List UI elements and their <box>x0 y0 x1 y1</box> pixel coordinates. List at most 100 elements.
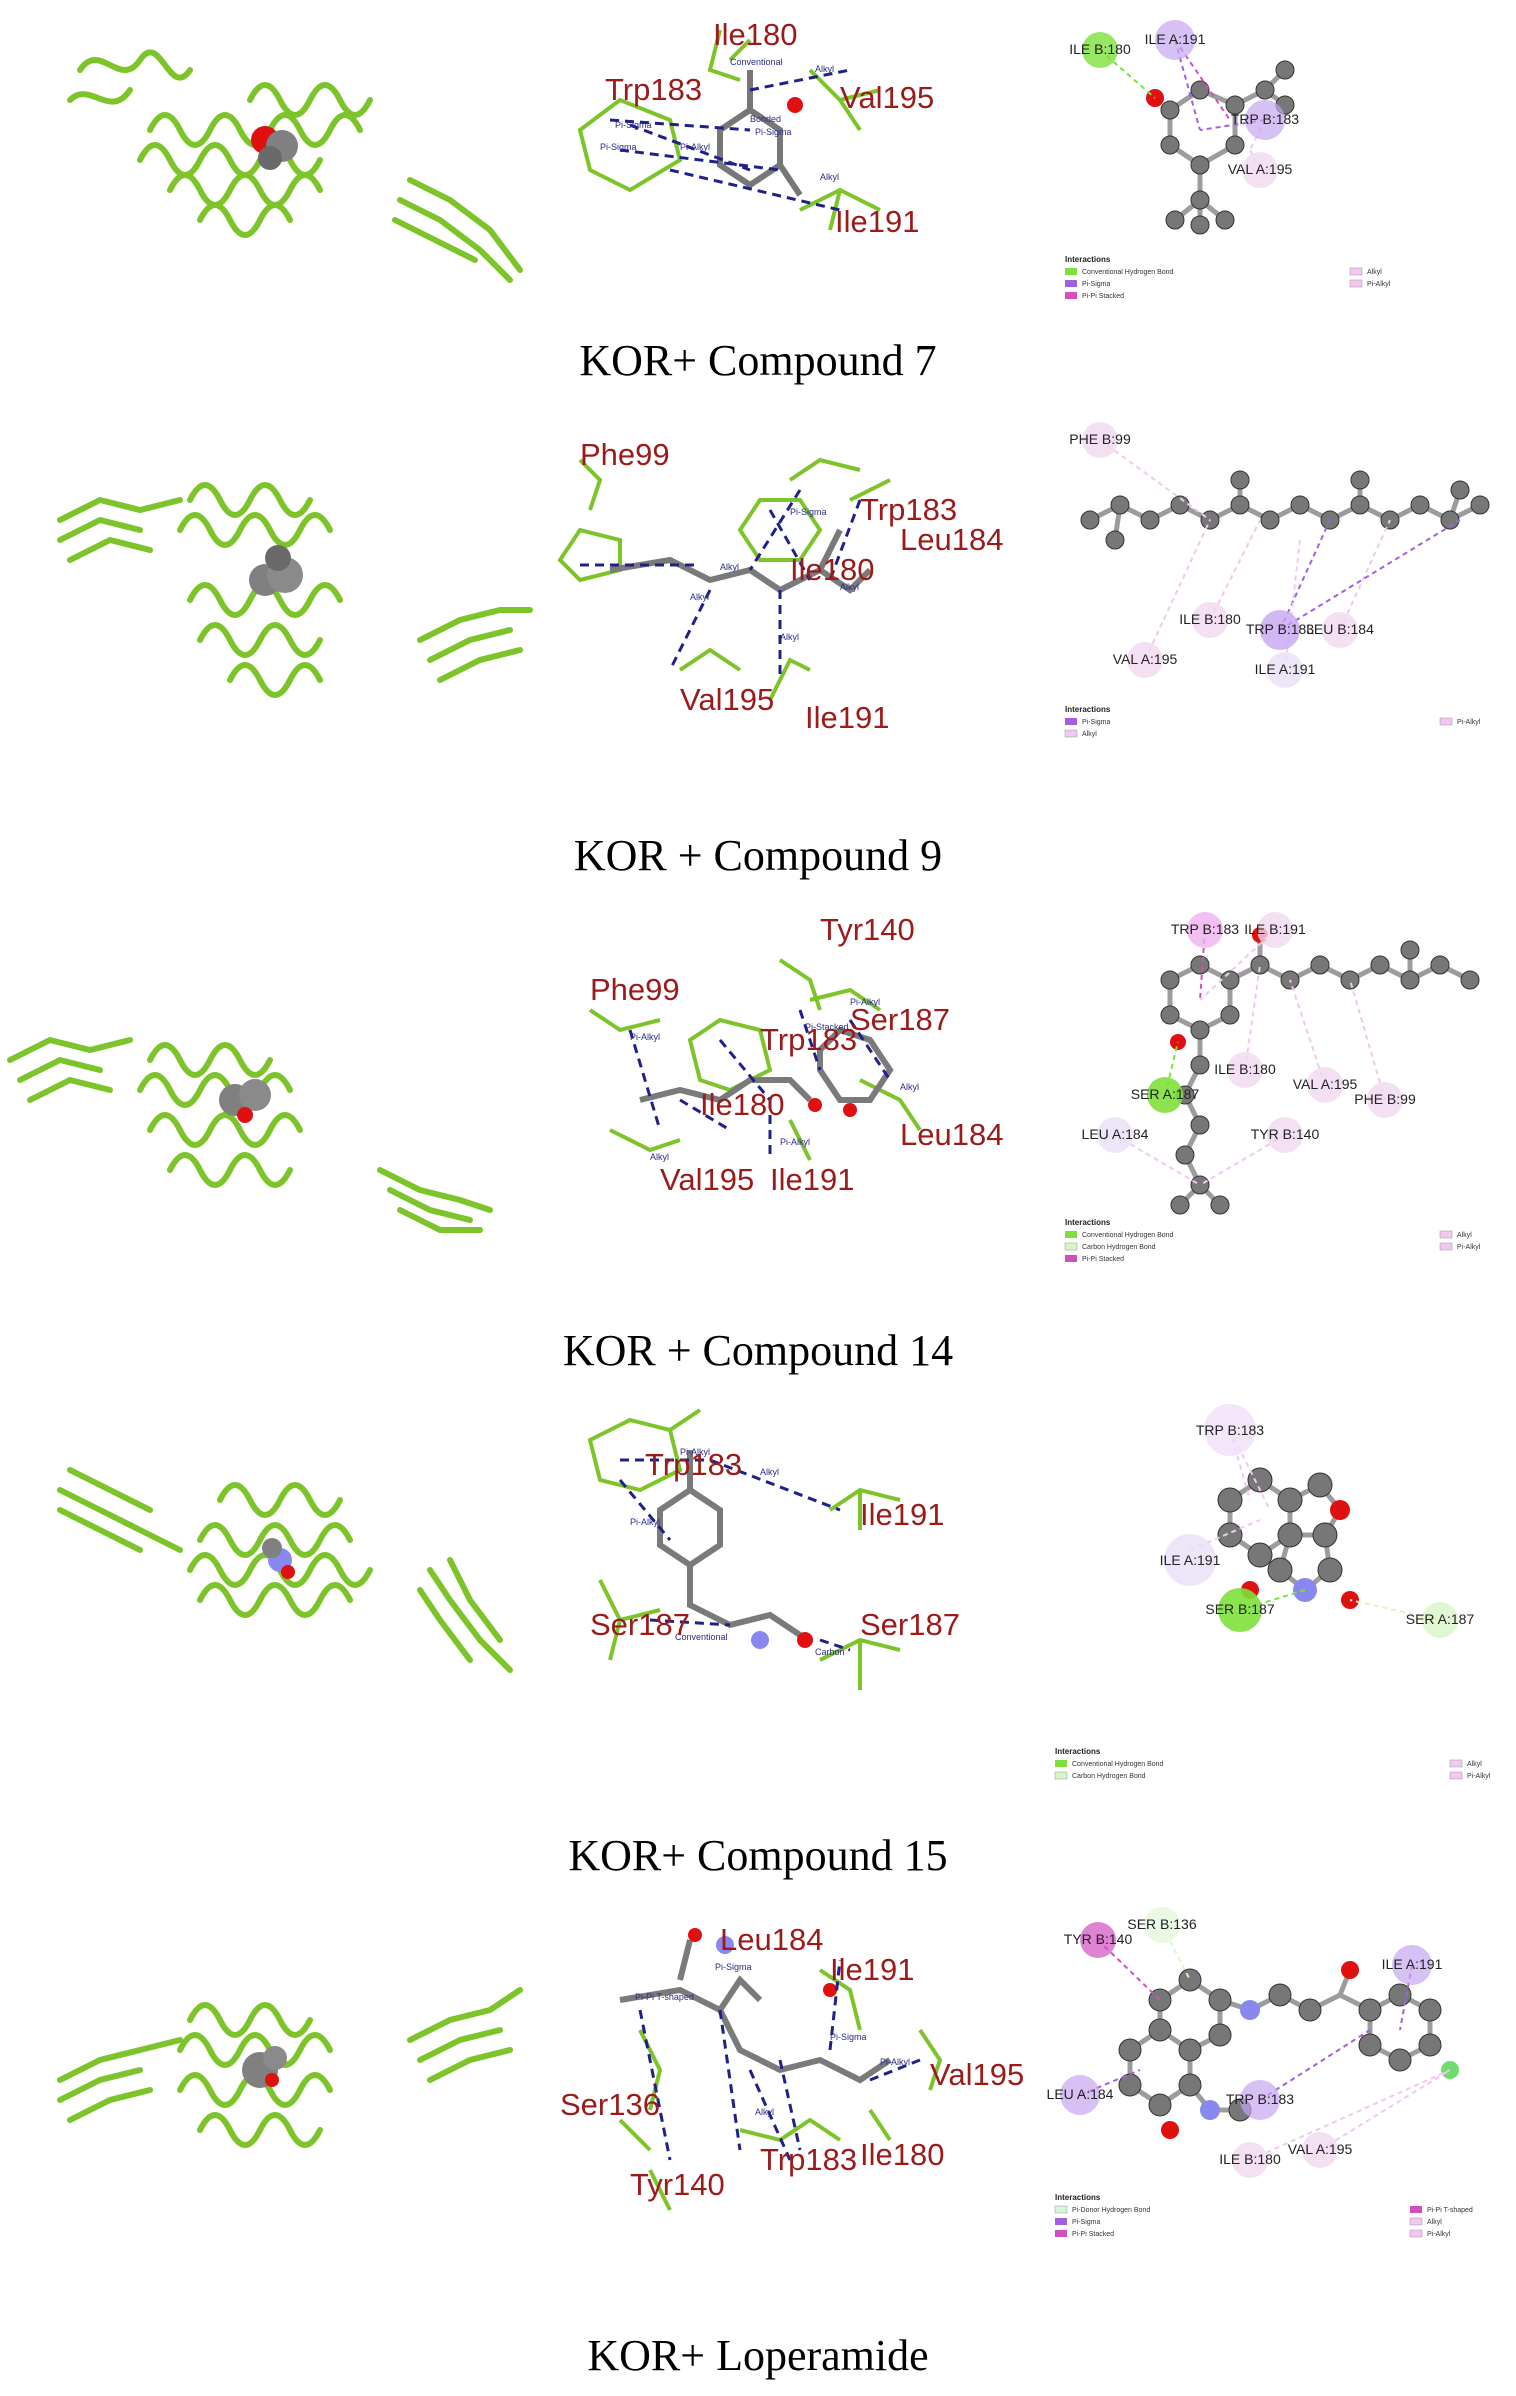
panel-compound-14: Pi-Alkyl Pi-Stacked Pi-Alkyl Alkyl Pi-Al… <box>0 900 1516 1390</box>
residue-label-3d: Phe99 <box>580 437 670 472</box>
residue-label-3d: Ile180 <box>860 2137 944 2172</box>
legend: Interactions Pi-Sigma Alkyl Pi-Alkyl <box>1064 705 1481 738</box>
tag-pi-sigma: Pi-Sigma <box>755 127 792 137</box>
legend-item: Alkyl <box>1457 1232 1472 1239</box>
panel-compound-7: Conventional Alkyl Pi-Sigma Pi-Sigma Pi-… <box>0 0 1516 400</box>
legend: Interactions Conventional Hydrogen Bond … <box>1064 1218 1481 1263</box>
tag-conventional: Conventional <box>675 1632 728 1642</box>
residue-label-2d: TRP B:183 <box>1171 921 1239 937</box>
tag-pi-alkyl: Pi-Alkyl <box>630 1032 660 1042</box>
legend-item: Pi-Pi Stacked <box>1082 1256 1124 1263</box>
legend-item: Pi-Alkyl <box>1457 719 1481 726</box>
legend-item: Alkyl <box>1367 269 1382 276</box>
protein-cartoon-3d <box>57 1987 523 2148</box>
residue-label-3d: Val195 <box>930 2057 1024 2092</box>
residue-label-3d: Ile191 <box>860 1497 944 1532</box>
panel-compound-15: Pi-Alkyl Alkyl Pi-Alkyl Conventional Car… <box>0 1390 1516 1890</box>
legend-item: Alkyl <box>1467 1761 1482 1768</box>
residue-label-2d: PHE B:99 <box>1354 1091 1416 1107</box>
legend-item: Pi-Sigma <box>1082 719 1111 726</box>
legend-item: Alkyl <box>1082 731 1097 738</box>
binding-site-3d: Pi-Pi T-shaped Pi-Sigma Pi-Sigma Alkyl P… <box>560 1922 1024 2211</box>
residue-label-3d: Leu184 <box>900 1117 1003 1152</box>
tag-alkyl: Alkyl <box>820 172 839 182</box>
residue-label-2d: ILE B:180 <box>1214 1061 1276 1077</box>
legend-item: Pi-Donor Hydrogen Bond <box>1072 2207 1150 2214</box>
tag-pi-sigma: Pi-Sigma <box>615 120 652 130</box>
residue-label-2d: ILE B:180 <box>1069 41 1131 57</box>
residue-label-3d: Ser187 <box>590 1607 690 1642</box>
residue-label-3d: Ile180 <box>700 1087 784 1122</box>
tag-alkyl: Alkyl <box>815 64 834 74</box>
interaction-diagram-2d: PHE B:99 ILE B:180 TRP B:183 LEU B:184 V… <box>1064 422 1490 738</box>
binding-site-3d: Conventional Alkyl Pi-Sigma Pi-Sigma Pi-… <box>577 17 934 239</box>
tag-bonded: Bonded <box>750 114 781 124</box>
residue-label-3d: Tyr140 <box>820 912 915 947</box>
residue-label-3d: Val195 <box>680 682 774 717</box>
legend-item: Conventional Hydrogen Bond <box>1072 1761 1164 1768</box>
tag-alkyl: Alkyl <box>720 562 739 572</box>
tag-pi-alkyl: Pi-Alkyl <box>780 1137 810 1147</box>
residue-label-3d: Ser187 <box>860 1607 960 1642</box>
panel-loperamide: Pi-Pi T-shaped Pi-Sigma Pi-Sigma Alkyl P… <box>0 1890 1516 2396</box>
legend: Interactions Conventional Hydrogen Bond … <box>1065 255 1391 300</box>
residue-label-2d: ILE A:191 <box>1382 1956 1443 1972</box>
residue-label-2d: VAL A:195 <box>1113 651 1178 667</box>
residue-label-3d: Ser136 <box>560 2087 660 2122</box>
residue-label-2d: SER A:187 <box>1406 1611 1475 1627</box>
tag-alkyl: Alkyl <box>690 592 709 602</box>
residue-label-3d: Leu184 <box>720 1922 823 1957</box>
interaction-diagram-2d: TRP B:183 ILE A:191 SER B:187 SER A:187 … <box>1054 1404 1491 1780</box>
interaction-diagram-2d: ILE B:180 ILE A:191 TRP B:183 VAL A:195 … <box>1065 20 1391 300</box>
tag-pi-pi-t-shaped: Pi-Pi T-shaped <box>635 1992 694 2002</box>
legend-item: Pi-Alkyl <box>1427 2231 1451 2238</box>
residue-label-3d: Ser187 <box>850 1002 950 1037</box>
residue-label-3d: Ile191 <box>770 1162 854 1197</box>
residue-label-2d: VAL A:195 <box>1288 2141 1353 2157</box>
interaction-diagram-2d: TRP B:183 ILE B:191 ILE B:180 VAL A:195 … <box>1064 912 1481 1263</box>
panel-caption: KOR+ Compound 15 <box>568 1831 948 1880</box>
tag-pi-sigma: Pi-Sigma <box>830 2032 867 2042</box>
tag-alkyl: Alkyl <box>840 582 859 592</box>
legend-item: Pi-Alkyl <box>1467 1773 1491 1780</box>
legend-item: Alkyl <box>1427 2219 1442 2226</box>
tag-pi-alkyl: Pi-Alkyl <box>880 2057 910 2067</box>
residue-label-2d: ILE B:191 <box>1244 921 1306 937</box>
panel-caption: KOR+ Compound 7 <box>579 336 937 385</box>
panel-compound-9: Pi-Sigma Alkyl Alkyl Alkyl Alkyl Phe99 T… <box>0 400 1516 900</box>
tag-pi-alkyl: Pi-Alkyl <box>630 1517 660 1527</box>
panel-caption: KOR + Compound 14 <box>562 1326 954 1375</box>
residue-label-2d: LEU A:184 <box>1047 2086 1114 2102</box>
protein-cartoon-3d <box>67 49 523 283</box>
residue-label-3d: Ile180 <box>713 17 797 52</box>
residue-label-2d: SER B:187 <box>1205 1601 1274 1617</box>
legend-title: Interactions <box>1055 2193 1101 2202</box>
residue-label-3d: Trp183 <box>760 2142 857 2177</box>
residue-label-2d: VAL A:195 <box>1228 161 1293 177</box>
protein-cartoon-3d <box>57 482 533 698</box>
tag-alkyl: Alkyl <box>760 1467 779 1477</box>
legend-item: Pi-Pi T-shaped <box>1427 2207 1473 2214</box>
residue-label-3d: Val195 <box>840 80 934 115</box>
tag-alkyl: Alkyl <box>755 2107 774 2117</box>
residue-label-3d: Trp183 <box>760 1022 857 1057</box>
tag-pi-sigma: Pi-Sigma <box>600 142 637 152</box>
residue-label-2d: ILE B:180 <box>1219 2151 1281 2167</box>
residue-label-2d: TYR B:140 <box>1251 1126 1320 1142</box>
legend-item: Conventional Hydrogen Bond <box>1082 1232 1174 1239</box>
residue-label-3d: Phe99 <box>590 972 680 1007</box>
legend-item: Conventional Hydrogen Bond <box>1082 269 1174 276</box>
legend: Interactions Pi-Donor Hydrogen Bond Pi-S… <box>1054 2193 1473 2238</box>
residue-label-2d: TYR B:140 <box>1064 1931 1133 1947</box>
tag-pi-alkyl: Pi-Alkyl <box>680 142 710 152</box>
residue-label-2d: ILE A:191 <box>1255 661 1316 677</box>
protein-cartoon-3d <box>57 1467 513 1673</box>
legend-title: Interactions <box>1065 1218 1111 1227</box>
tag-pi-sigma: Pi-Sigma <box>715 1962 752 1972</box>
residue-label-2d: ILE A:191 <box>1160 1552 1221 1568</box>
tag-conventional: Conventional <box>730 57 783 67</box>
residue-label-2d: ILE A:191 <box>1145 31 1206 47</box>
legend-item: Carbon Hydrogen Bond <box>1082 1244 1156 1251</box>
residue-label-2d: TRP B:183 <box>1231 111 1299 127</box>
legend: Interactions Conventional Hydrogen Bond … <box>1054 1747 1491 1780</box>
